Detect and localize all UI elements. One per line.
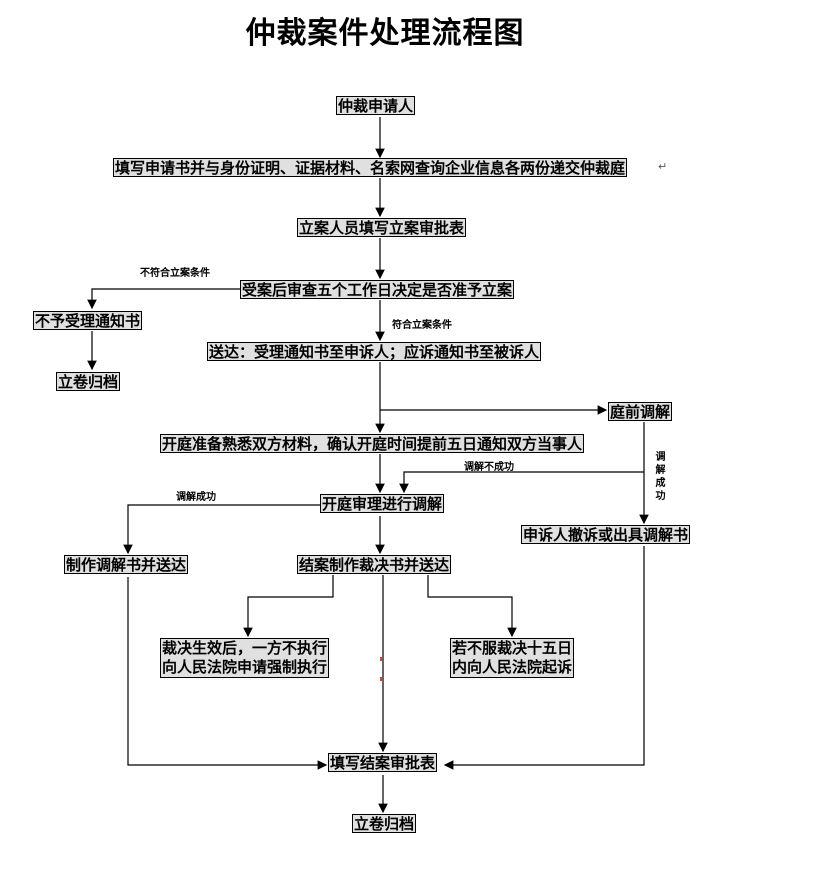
label-mediation-failed: 调解不成功 xyxy=(464,462,514,473)
node-archive-reject: 立卷归档 xyxy=(56,372,121,391)
edge-hearing-mediationdoc xyxy=(123,504,320,555)
node-submit: 填写申请书并与身份证明、证据材料、名索网查询企业信息各两份递交仲裁庭 xyxy=(113,158,628,177)
return-mark-icon: ↵ xyxy=(658,160,668,173)
node-appeal-line1: 若不服裁决十五日 xyxy=(452,639,573,657)
node-close-form: 填写结案审批表 xyxy=(328,753,438,772)
label-mediation-success: 调解成功 xyxy=(176,492,216,503)
edge-failed-hearing xyxy=(399,471,644,494)
edge-award-appeal xyxy=(427,575,517,638)
node-deliver: 送达：受理通知书至申诉人；应诉通知书至被诉人 xyxy=(207,342,542,361)
page-title: 仲裁案件处理流程图 xyxy=(245,16,525,51)
node-filing-form: 立案人员填写立案审批表 xyxy=(297,218,467,237)
node-review: 受案后审查五个工作日决定是否准予立案 xyxy=(240,280,515,299)
node-withdraw: 申诉人撤诉或出具调解书 xyxy=(521,525,691,544)
node-award: 结案制作裁决书并送达 xyxy=(297,555,452,574)
node-hearing: 开庭审理进行调解 xyxy=(320,494,445,513)
edge-withdraw-close xyxy=(443,546,645,770)
node-appeal: 若不服裁决十五日 内向人民法院起诉 xyxy=(450,638,575,678)
node-archive-final: 立卷归档 xyxy=(352,814,417,833)
node-reject-notice: 不予受理通知书 xyxy=(33,311,143,330)
edge-mediationdoc-close xyxy=(127,577,328,770)
node-prepare-hearing: 开庭准备熟悉双方材料，确认开庭时间提前五日通知双方当事人 xyxy=(160,434,585,453)
label-eligible: 符合立案条件 xyxy=(392,320,452,331)
edge-review-reject xyxy=(87,288,240,310)
edge-award-enforce xyxy=(243,575,334,638)
node-pretrial-mediation: 庭前调解 xyxy=(608,402,673,421)
label-not-eligible: 不符合立案条件 xyxy=(140,268,210,279)
node-applicant: 仲裁申请人 xyxy=(336,96,416,115)
node-enforce-line1: 裁决生效后，一方不执行 xyxy=(162,639,328,657)
node-enforce-line2: 向人民法院申请强制执行 xyxy=(162,658,328,676)
node-appeal-line2: 内向人民法院起诉 xyxy=(452,658,573,676)
label-mediation-success-vertical: 调解成功 xyxy=(655,452,666,502)
node-enforce: 裁决生效后，一方不执行 向人民法院申请强制执行 xyxy=(160,638,330,678)
node-mediation-doc: 制作调解书并送达 xyxy=(64,555,189,574)
